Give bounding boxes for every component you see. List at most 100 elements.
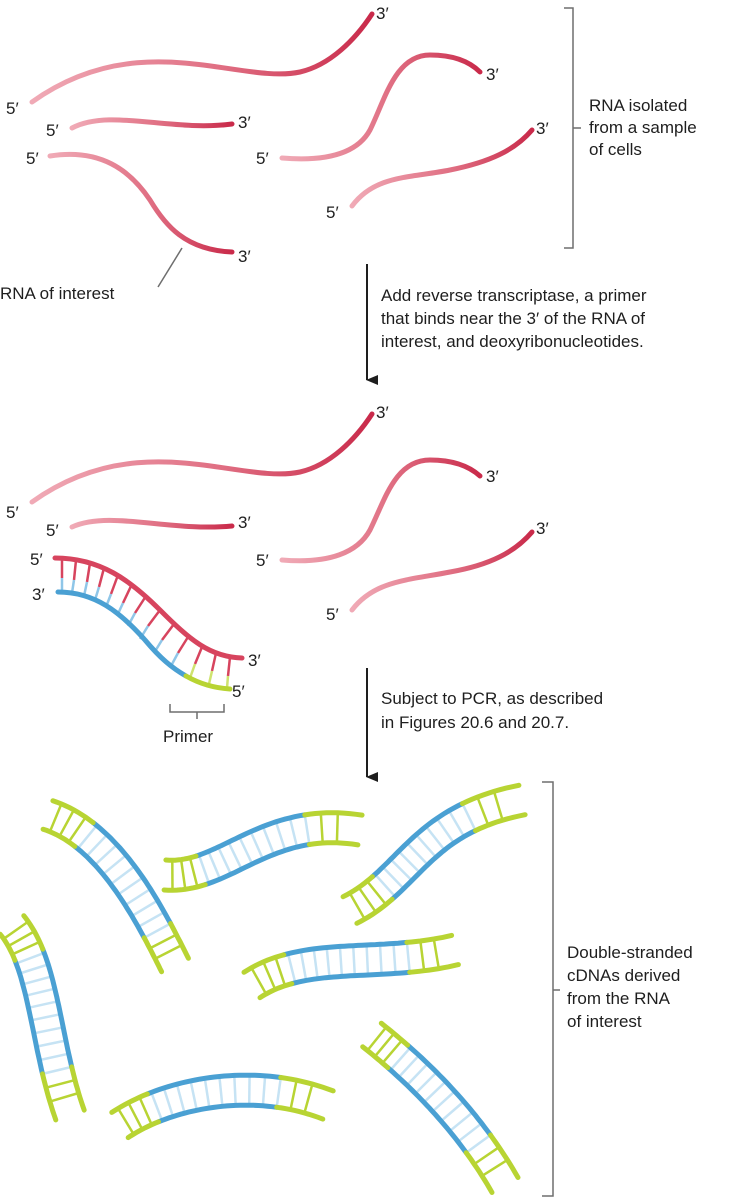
cdna-rungs [60,578,180,667]
base-pair-rung [48,803,63,833]
end-label-3prime: 3′ [376,4,389,23]
base-pair-rung [492,791,504,821]
bracket-cdna [542,781,560,1197]
base-pair-rung [94,843,118,866]
base-pair-rung [440,1100,465,1123]
primer-region [378,1020,411,1048]
rna-of-interest-label: RNA of interest [0,284,115,303]
primer-region [40,826,78,849]
base-pair-rung [419,940,426,971]
end-label-3prime: 3′ [536,119,549,138]
base-pair-rung [25,987,56,997]
base-pair-rung [423,1080,447,1104]
base-pair-rung [137,911,165,928]
base-pair-rung [58,809,75,837]
cdna-strand [55,589,189,679]
rna-cdna-hybrid [52,555,245,692]
base-pair-rung [30,1012,61,1022]
base-pair-rung [288,817,299,848]
cdna-strand [156,1102,280,1125]
base-pair-rung [389,1046,412,1071]
end-label-5prime: 5′ [26,149,39,168]
primer-region [21,913,46,952]
primer-region [340,874,375,900]
cdna-double-strand [360,1020,521,1195]
base-pair-rung [392,943,397,974]
base-pair-rung [397,850,421,874]
base-pair-rung [227,841,243,870]
cdna-strand [90,820,174,926]
base-pair-rung [203,1078,211,1109]
base-pair-rung [312,948,319,979]
base-pair-rung [335,812,340,843]
primer-region [459,782,522,807]
base-pair-rung [124,887,152,907]
end-label-3prime: 3′ [238,247,251,266]
primer-region [168,921,191,961]
primer-region [407,962,461,975]
base-pair-rung [275,1077,283,1108]
rna-isolated-label: RNA isolated from a sample of cells [589,96,701,159]
base-pair-rung [85,833,109,858]
section-isolated-rna: 5′ 3′ 5′ 3′ 5′ 3′ 5′ 3′ 5′ 3′ RNA of int… [0,4,701,303]
base-pair-rung [22,975,53,986]
base-pair-rung [476,796,490,826]
base-pair-rung [36,1039,67,1048]
primer-region [50,798,96,826]
base-pair-rung [414,1071,438,1095]
primer-region [463,1150,495,1195]
base-pair-rung [197,854,211,884]
base-pair-rung [289,1079,298,1110]
rna-of-interest-leader [157,247,183,288]
base-pair-rung [127,1102,144,1130]
base-pair-rung [366,880,387,906]
base-pair-rung [461,803,477,832]
base-pair-rung [397,1054,420,1079]
end-label-5prime: 5′ [256,149,269,168]
base-pair-rung [325,947,331,978]
base-pair-rung [357,886,377,913]
base-pair-rung [45,1078,76,1089]
rna-strand-2 [69,517,235,530]
end-label-3prime: 3′ [536,519,549,538]
base-pair-rung [49,1091,79,1103]
cdna-label: Double-stranded cDNAs derived from the R… [567,943,697,1031]
primer-region [141,935,165,975]
base-pair-rung [432,938,441,969]
base-pair-rung [374,873,397,898]
cdna-strand [72,843,147,941]
base-pair-rung [175,1083,186,1114]
step-2-text: Subject to PCR, as described in Figures … [381,689,608,732]
base-pair-rung [149,933,177,950]
base-pair-rung [473,1146,500,1166]
rna-strand-5 [349,529,535,613]
primer-region [161,882,208,893]
base-pair-rung [389,858,413,882]
base-pair-rung [109,865,136,886]
primer-strand [183,673,233,692]
primer-region [488,1132,521,1180]
primer-region [40,1071,59,1123]
base-pair-rung [188,857,199,888]
base-pair-rung [381,1039,403,1064]
primer-region [404,932,455,945]
base-pair-rung [435,817,455,844]
end-label-5prime: 5′ [30,550,43,569]
step-1-text: Add reverse transcriptase, a primer that… [381,286,651,351]
bracket-isolated-rna [564,7,581,249]
end-label-5prime: 5′ [256,551,269,570]
base-pair-rung [179,859,187,890]
end-label-5prime: 5′ [326,605,339,624]
base-pair-rung [28,1000,58,1010]
primer-rungs [188,663,230,689]
base-pair-rung [143,922,172,939]
section-reverse-transcription: 5′ 3′ 5′ 3′ 5′ 3′ 3′ 5′ 5′ 3′ 5′ 3′ Prim… [6,403,549,746]
primer-region [360,1044,391,1071]
base-pair-rung [431,1090,456,1113]
end-label-5prime: 5′ [46,521,59,540]
cdna-strand [389,828,478,902]
base-pair-rung [448,1111,474,1133]
end-label-3prime: 3′ [486,467,499,486]
